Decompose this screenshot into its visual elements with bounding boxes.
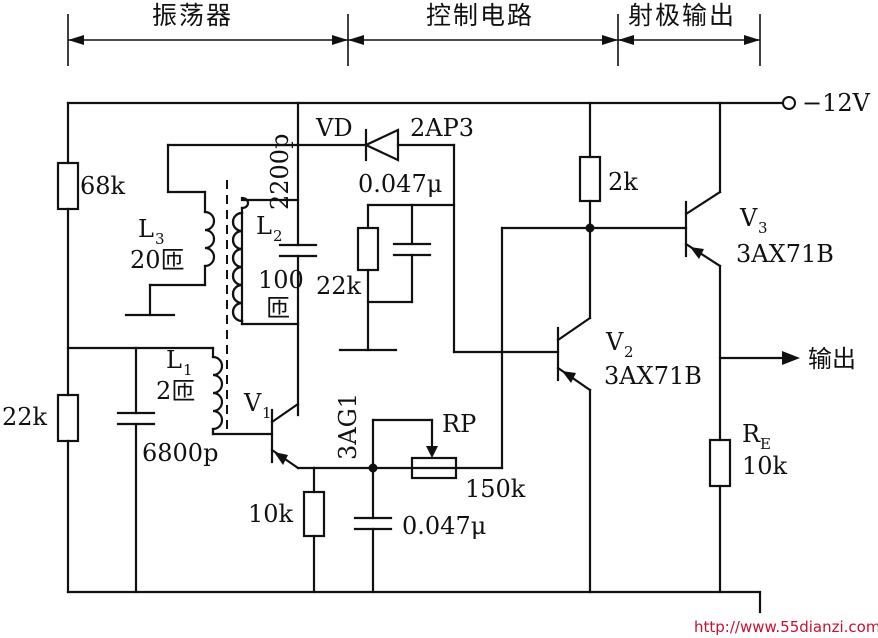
label-l2-letter: L bbox=[256, 212, 272, 240]
label-150k: 150k bbox=[465, 475, 526, 503]
label-rp: RP bbox=[442, 410, 476, 438]
supply-voltage-label: −12V bbox=[802, 89, 871, 117]
arrow-osc-right bbox=[332, 35, 348, 45]
output-arrow bbox=[782, 351, 800, 365]
label-v3-letter: V bbox=[739, 204, 758, 232]
label-2200p: 2200p bbox=[266, 134, 294, 210]
label-v1-letter: V bbox=[243, 389, 262, 417]
label-re-sub: E bbox=[760, 435, 771, 453]
inductor-l2: L 2 100 匝 bbox=[231, 196, 304, 326]
label-v3-sub: 3 bbox=[758, 219, 768, 237]
label-re-value: 10k bbox=[742, 452, 788, 480]
label-22k-mid: 22k bbox=[316, 272, 362, 300]
diode-vd: VD 2AP3 bbox=[296, 114, 474, 162]
arrow-osc-left bbox=[68, 35, 84, 45]
arrow-emit-right bbox=[744, 35, 760, 45]
label-v2-sub: 2 bbox=[624, 343, 634, 361]
resistor-22k-mid bbox=[356, 226, 380, 272]
arrow-ctrl-right bbox=[602, 35, 618, 45]
bias-divider: 68k 22k bbox=[2, 101, 126, 594]
section-emitter-label: 射极输出 bbox=[628, 1, 736, 30]
rc-filter: 0.047μ 22k bbox=[316, 143, 456, 354]
label-0047-bottom: 0.047μ bbox=[402, 512, 486, 540]
base-network: 6800p bbox=[66, 346, 218, 594]
label-v1-sub: 1 bbox=[262, 404, 272, 422]
arrow-emit-left bbox=[618, 35, 634, 45]
resistor-2k bbox=[578, 155, 602, 203]
label-68k: 68k bbox=[80, 172, 126, 200]
label-l3-turns: 20匝 bbox=[130, 246, 185, 274]
label-l2-turns-num: 100 bbox=[258, 266, 304, 294]
label-0047-top: 0.047μ bbox=[358, 170, 442, 198]
label-l1-sub: 1 bbox=[183, 361, 193, 379]
resistor-68k bbox=[56, 161, 80, 211]
emitter-network: 10k 0.047μ RP 150k bbox=[248, 410, 526, 594]
label-output: 输出 bbox=[808, 345, 856, 373]
label-2k: 2k bbox=[608, 168, 638, 196]
transistor-v2: V 2 3AX71B bbox=[452, 226, 702, 594]
inductor-l3: L 3 20匝 bbox=[124, 143, 300, 317]
label-v1-model: 3AG1 bbox=[334, 393, 362, 460]
label-l2-sub: 2 bbox=[273, 227, 283, 245]
label-re-letter: R bbox=[742, 420, 761, 448]
supply-terminal bbox=[782, 96, 796, 110]
label-l2-turns-unit: 匝 bbox=[266, 294, 290, 322]
section-control-label: 控制电路 bbox=[426, 1, 534, 30]
label-v2-model: 3AX71B bbox=[604, 362, 702, 390]
output-stage: 输出 R E 10k bbox=[708, 345, 856, 594]
label-l1-turns: 2匝 bbox=[156, 377, 195, 405]
label-v3-model: 3AX71B bbox=[736, 240, 834, 268]
arrow-ctrl-left bbox=[348, 35, 364, 45]
resistor-22k-left bbox=[56, 393, 80, 443]
collector-v1-line: 2200p bbox=[266, 101, 318, 417]
watermark: http://www.55dianzi.com bbox=[694, 618, 878, 636]
label-v2-letter: V bbox=[605, 328, 624, 356]
section-oscillator-label: 振荡器 bbox=[152, 1, 233, 30]
inductor-l1: L 1 2匝 bbox=[156, 346, 274, 436]
label-6800p: 6800p bbox=[142, 439, 218, 467]
label-l3-sub: 3 bbox=[155, 230, 165, 248]
resistor-10k bbox=[302, 490, 326, 538]
supply-rail: −12V bbox=[66, 89, 871, 117]
label-2ap3: 2AP3 bbox=[410, 114, 474, 142]
label-vd: VD bbox=[315, 114, 353, 142]
label-l3-letter: L bbox=[138, 215, 154, 243]
label-l1-letter: L bbox=[166, 346, 182, 374]
transistor-v3: V 3 3AX71B bbox=[684, 101, 834, 442]
section-header: 振荡器 控制电路 射极输出 bbox=[67, 1, 761, 66]
label-10k: 10k bbox=[248, 500, 294, 528]
transistor-v1: V 1 3AG1 bbox=[243, 389, 362, 470]
collector-v2-line: 2k bbox=[578, 101, 688, 320]
label-22k-left: 22k bbox=[2, 403, 48, 431]
resistor-re bbox=[708, 438, 732, 488]
